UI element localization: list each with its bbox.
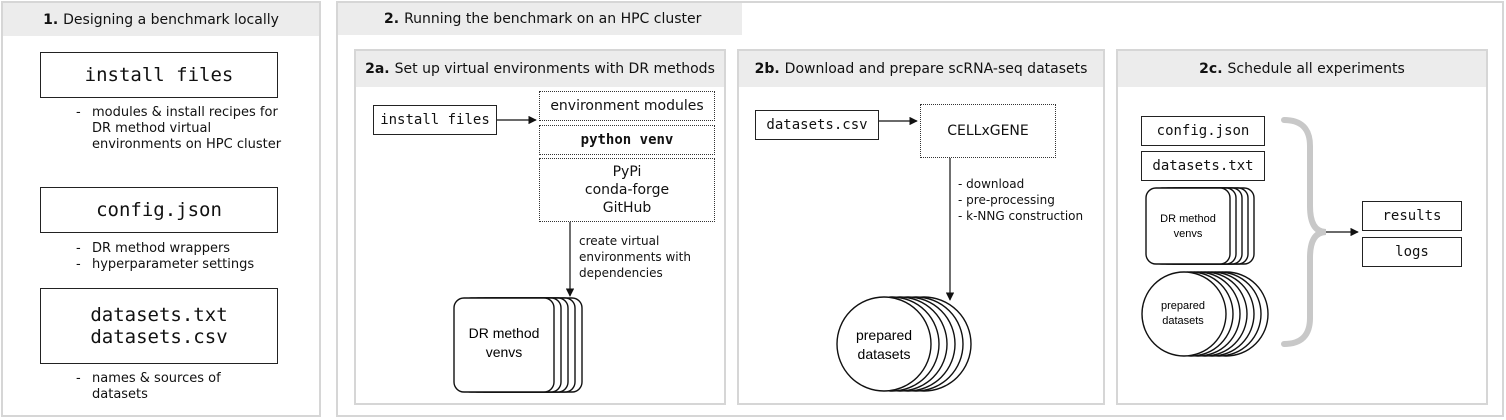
step-number: 2. <box>384 11 400 27</box>
config-json-label: config.json <box>1156 123 1250 139</box>
install-files-box: install files <box>40 52 278 98</box>
logs-box: logs <box>1362 237 1462 267</box>
panel-title: Download and prepare scRNA-seq datasets <box>784 61 1088 77</box>
create-venvs-note: create virtual environments with depende… <box>579 233 709 281</box>
step-number: 1. <box>43 11 59 28</box>
python-venv-box: python venv <box>539 125 715 155</box>
config-json-box-2c: config.json <box>1141 116 1265 146</box>
datasets-csv-label: datasets.csv <box>90 326 228 348</box>
create-venvs-label: create virtual environments with depende… <box>579 234 691 280</box>
cellxgene-box: CELLxGENE <box>920 104 1056 158</box>
step-number: 2a. <box>365 61 390 77</box>
note-item: modules & install recipes for DR method … <box>76 105 286 153</box>
install-files-label: install files <box>84 64 234 86</box>
step-download: - download <box>958 177 1025 191</box>
environment-modules-label: environment modules <box>550 98 704 114</box>
note-item: hyperparameter settings <box>76 257 296 273</box>
datasets-txt-label: datasets.txt <box>1152 158 1254 174</box>
step-preprocessing: - pre-processing <box>958 193 1055 207</box>
datasets-note: names & sources of datasets <box>76 371 276 403</box>
config-json-box: config.json <box>40 187 278 233</box>
preprocessing-steps: - download - pre-processing - k-NNG cons… <box>958 176 1098 224</box>
install-files-note: modules & install recipes for DR method … <box>76 105 286 153</box>
panel-hpc-header: 2. Running the benchmark on an HPC clust… <box>338 3 742 35</box>
cellxgene-label: CELLxGENE <box>947 123 1029 139</box>
results-box: results <box>1362 201 1462 231</box>
panel-title: Designing a benchmark locally <box>63 11 279 28</box>
panel-title: Schedule all experiments <box>1227 61 1405 77</box>
step-number: 2c. <box>1199 61 1223 77</box>
conda-forge-label: conda-forge <box>584 182 670 198</box>
install-files-box-2a: install files <box>373 105 497 135</box>
datasets-csv-label: datasets.csv <box>766 117 868 133</box>
datasets-csv-box: datasets.csv <box>755 110 879 140</box>
datasets-txt-box-2c: datasets.txt <box>1141 151 1265 181</box>
logs-label: logs <box>1395 244 1429 260</box>
panel-venvs-header: 2a. Set up virtual environments with DR … <box>356 51 724 87</box>
step-number: 2b. <box>754 61 780 77</box>
panel-schedule-header: 2c. Schedule all experiments <box>1118 51 1486 87</box>
environment-modules-box: environment modules <box>539 91 715 121</box>
config-json-note: DR method wrappers hyperparameter settin… <box>76 241 296 273</box>
config-json-label: config.json <box>96 199 222 221</box>
panel-datasets <box>737 49 1105 405</box>
panel-title: Set up virtual environments with DR meth… <box>394 61 715 77</box>
panel-design-locally-header: 1. Designing a benchmark locally <box>3 3 319 36</box>
datasets-txt-label: datasets.txt <box>90 304 228 326</box>
pypi-label: PyPi <box>612 164 642 180</box>
note-item: names & sources of datasets <box>76 371 276 403</box>
package-sources-box: PyPi conda-forge GitHub <box>539 158 715 222</box>
datasets-files-box: datasets.txt datasets.csv <box>40 288 278 364</box>
install-files-label: install files <box>380 112 490 128</box>
note-item: DR method wrappers <box>76 241 296 257</box>
step-knng: - k-NNG construction <box>958 209 1084 223</box>
panel-title: Running the benchmark on an HPC cluster <box>404 11 702 27</box>
panel-datasets-header: 2b. Download and prepare scRNA-seq datas… <box>739 51 1103 87</box>
python-venv-label: python venv <box>580 132 674 148</box>
results-label: results <box>1382 208 1442 224</box>
github-label: GitHub <box>602 200 652 216</box>
